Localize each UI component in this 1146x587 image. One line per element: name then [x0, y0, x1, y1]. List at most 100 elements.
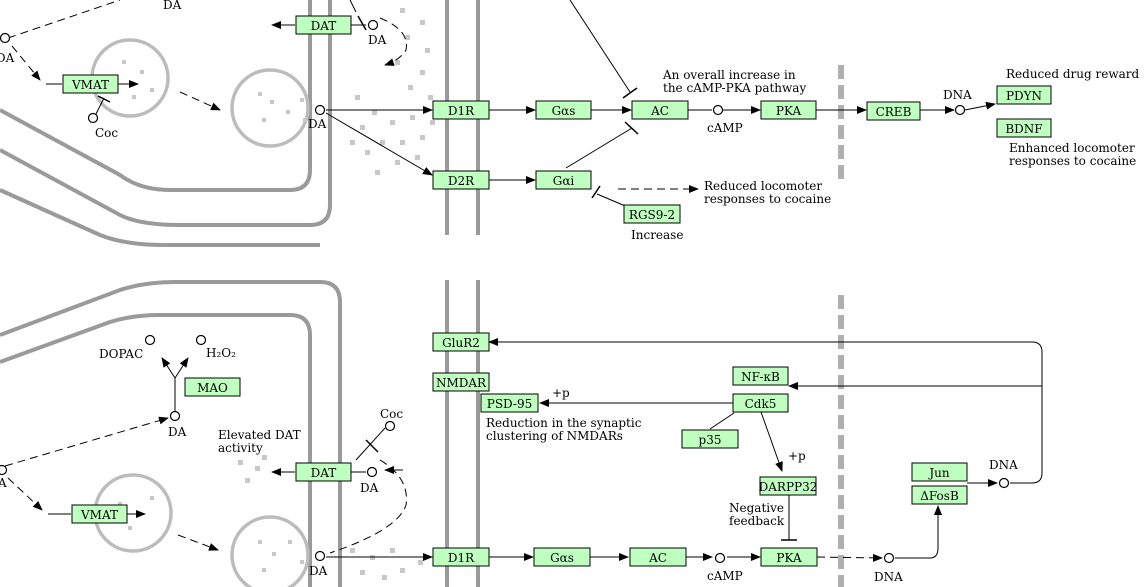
compound-da[interactable]	[169, 410, 181, 422]
label-coc: Coc	[95, 126, 118, 140]
annotation-drug-reward: Reduced drug reward	[1006, 67, 1140, 81]
compound-camp[interactable]	[712, 104, 724, 116]
annotation-elevated-dat: activity	[218, 441, 263, 455]
label-da: DA	[368, 33, 387, 47]
label-plus-p: +p	[788, 449, 806, 463]
compound-camp[interactable]	[714, 552, 726, 564]
gene-ac-top[interactable]: AC	[631, 100, 689, 120]
compound-da[interactable]	[366, 466, 378, 478]
gene-label: PSD-95	[487, 397, 532, 411]
compound-dna[interactable]	[954, 104, 966, 116]
gene-gas-bottom[interactable]: Gαs	[533, 547, 591, 567]
gene-label: DAT	[311, 19, 337, 33]
annotation-elevated-dat: Elevated DAT	[218, 428, 301, 442]
compound-da[interactable]	[314, 550, 326, 562]
gene-label: Cdk5	[745, 397, 777, 411]
gene-psd-95[interactable]: PSD-95	[480, 393, 539, 413]
gene-label: BDNF	[1005, 122, 1042, 136]
label-da: DA	[168, 425, 187, 439]
gene-mao[interactable]: MAO	[184, 377, 241, 397]
gene-label: D1R	[448, 104, 475, 118]
annotation-reduction: clustering of NMDARs	[486, 429, 623, 443]
gene-dat-top[interactable]: DAT	[295, 15, 352, 35]
gene-label: ΔFosB	[920, 489, 959, 503]
gene-ac-bottom[interactable]: AC	[629, 547, 687, 567]
label-camp: cAMP	[707, 569, 743, 583]
gene-d1r-bottom[interactable]: D1R	[432, 547, 490, 567]
gene-label: AC	[650, 104, 669, 118]
gene-label: GluR2	[442, 336, 480, 350]
label-dna: DNA	[943, 88, 972, 102]
compound-da[interactable]	[314, 104, 326, 116]
compound-dna[interactable]	[883, 552, 895, 564]
gene-pka-top[interactable]: PKA	[760, 100, 817, 120]
gene-d2r[interactable]: D2R	[432, 170, 490, 190]
gene-rgs9-2[interactable]: RGS9-2	[623, 204, 681, 224]
gene-label: RGS9-2	[629, 208, 675, 222]
bottom-edges	[4, 338, 1043, 562]
gene-label: PKA	[776, 551, 802, 565]
gene-delta-fosb[interactable]: ΔFosB	[911, 485, 968, 505]
annotation-negative-feedback: feedback	[729, 514, 785, 528]
gene-pka-bottom[interactable]: PKA	[760, 547, 818, 567]
annotation-locomoter-up: Enhanced locomoter	[1009, 141, 1135, 155]
gene-darpp32[interactable]: DARPP32	[759, 476, 818, 496]
gene-label: DAT	[311, 466, 337, 480]
label-dopac: DOPAC	[99, 347, 143, 361]
gene-gas-top[interactable]: Gαs	[535, 100, 592, 120]
gene-dat-bottom[interactable]: DAT	[295, 462, 352, 482]
annotation-camp-pka: the cAMP-PKA pathway	[663, 81, 806, 95]
gene-label: Gαi	[553, 174, 575, 188]
gene-vmat-top[interactable]: VMAT	[62, 74, 119, 94]
gene-label: Gαs	[550, 551, 574, 565]
annotation-camp-pka: An overall increase in	[662, 68, 796, 82]
label-da: DA	[360, 481, 379, 495]
annotation-reduction: Reduction in the synaptic	[486, 416, 642, 430]
annotation-locomoter-down: responses to cocaine	[704, 192, 831, 206]
gene-gai[interactable]: Gαi	[535, 170, 592, 190]
label-coc: Coc	[380, 407, 403, 421]
gene-label: D1R	[448, 551, 475, 565]
compound-coc[interactable]	[87, 112, 99, 124]
gene-label: PDYN	[1006, 89, 1042, 103]
label-plus-p: +p	[552, 386, 570, 400]
compound-h2o2[interactable]	[195, 334, 207, 346]
compound-dopac[interactable]	[144, 334, 156, 346]
compound-da[interactable]	[367, 19, 379, 31]
top-presynaptic-neuron	[0, 0, 332, 247]
gene-bdnf[interactable]: BDNF	[996, 118, 1052, 138]
gene-nf-kb[interactable]: NF-κB	[732, 366, 789, 386]
annotation-locomoter-down: Reduced locomoter	[704, 179, 822, 193]
compound-dna[interactable]	[998, 477, 1010, 489]
compound-da[interactable]	[0, 32, 11, 44]
label-da: DA	[308, 117, 327, 131]
gene-creb[interactable]: CREB	[866, 101, 921, 121]
gene-label: D2R	[448, 174, 475, 188]
vesicle	[230, 515, 310, 587]
compound-da[interactable]	[0, 464, 8, 476]
gene-glur2[interactable]: GluR2	[432, 332, 490, 352]
label-da: DA	[309, 564, 328, 578]
gene-d1r-top[interactable]: D1R	[432, 100, 490, 120]
gene-label: NF-κB	[741, 370, 780, 384]
gene-cdk5[interactable]: Cdk5	[732, 393, 789, 413]
gene-p35[interactable]: p35	[681, 429, 739, 449]
gene-vmat-bottom[interactable]: VMAT	[71, 504, 128, 524]
gene-pdyn[interactable]: PDYN	[996, 85, 1052, 105]
gene-label: MAO	[197, 381, 228, 395]
label-camp: cAMP	[707, 121, 743, 135]
label-da: DA	[0, 51, 15, 65]
label-h2o2: H₂O₂	[206, 346, 236, 360]
gene-label: VMAT	[71, 78, 109, 92]
gene-label: VMAT	[80, 508, 118, 522]
annotation-locomoter-up: responses to cocaine	[1009, 154, 1136, 168]
gene-label: p35	[699, 433, 722, 447]
gene-nmdar[interactable]: NMDAR	[432, 372, 490, 392]
dopamine-particles	[122, 8, 435, 175]
compound-coc[interactable]	[384, 420, 396, 432]
label-dna: DNA	[989, 458, 1018, 472]
gene-label: NMDAR	[436, 376, 487, 390]
gene-label: CREB	[876, 105, 912, 119]
gene-jun[interactable]: Jun	[911, 462, 968, 482]
